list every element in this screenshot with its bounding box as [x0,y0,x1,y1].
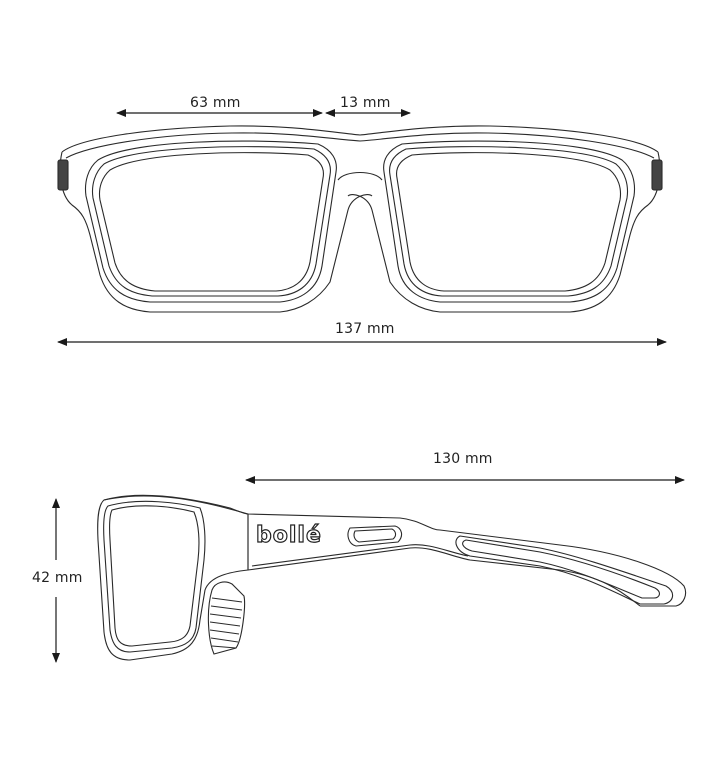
temple-length-label: 130 mm [433,451,493,467]
brand-logo: bollé [255,523,322,548]
front-view [57,125,663,313]
side-view [97,494,687,661]
lens-width-label: 63 mm [190,95,241,111]
lens-height-label: 42 mm [32,570,83,586]
bridge-width-label: 13 mm [340,95,391,111]
frame-width-label: 137 mm [335,321,395,337]
